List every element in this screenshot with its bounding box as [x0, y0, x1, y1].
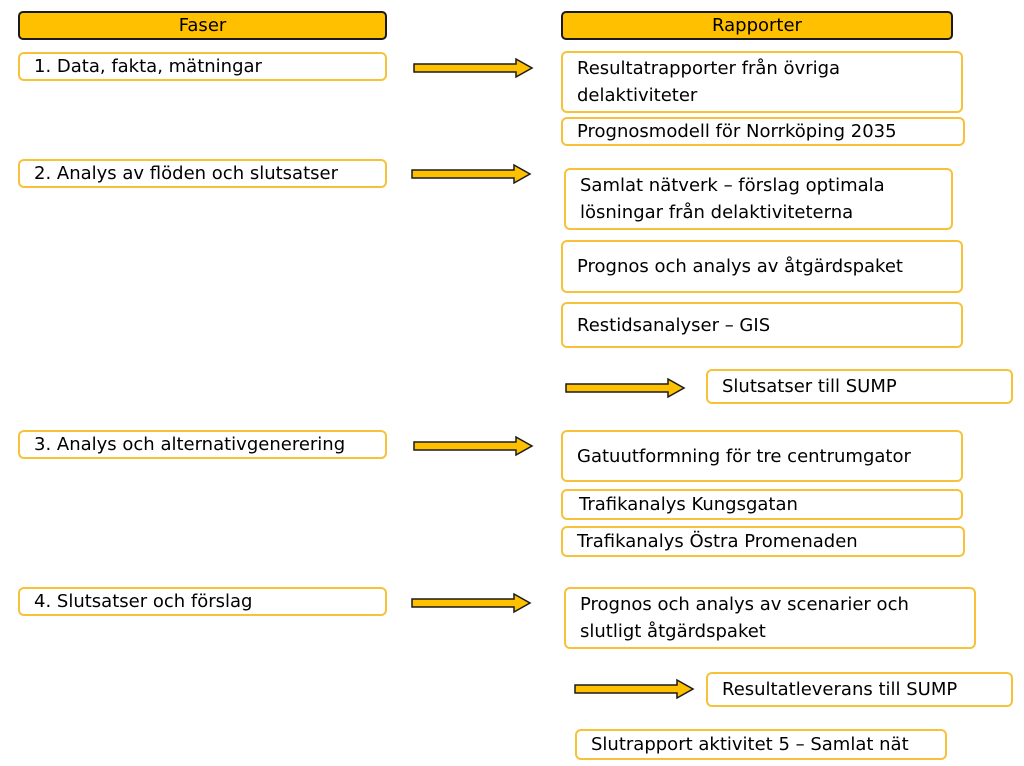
phase-1-box: 1. Data, fakta, mätningar: [18, 52, 387, 81]
report-gatuutformning: Gatuutformning för tre centrumgator: [561, 430, 963, 482]
report-slutrapport: Slutrapport aktivitet 5 – Samlat nät: [575, 729, 947, 760]
report-prognosmodell: Prognosmodell för Norrköping 2035: [561, 117, 965, 146]
phase-4-box: 4. Slutsatser och förslag: [18, 587, 387, 616]
phase-2-box: 2. Analys av flöden och slutsatser: [18, 159, 387, 188]
report-resultatrapporter: Resultatrapporter från övriga delaktivit…: [561, 51, 963, 113]
arrow-right-icon: [413, 435, 534, 457]
report-resultatleverans-sump: Resultatleverans till SUMP: [706, 672, 1013, 707]
arrow-right-icon: [411, 592, 532, 614]
arrow-right-icon: [565, 377, 686, 399]
arrow-right-icon: [413, 57, 534, 79]
report-slutsatser-sump: Slutsatser till SUMP: [706, 369, 1013, 404]
report-samlat-natverk: Samlat nätverk – förslag optimala lösnin…: [564, 168, 953, 230]
faser-header: Faser: [18, 11, 387, 40]
report-prognos-scenarier: Prognos och analys av scenarier och slut…: [564, 587, 976, 649]
report-prognos-atgardspaket: Prognos och analys av åtgärdspaket: [561, 240, 963, 293]
report-restidsanalyser: Restidsanalyser – GIS: [561, 302, 963, 348]
arrow-right-icon: [411, 163, 532, 185]
arrow-right-icon: [574, 678, 695, 700]
report-trafikanalys-kungsgatan: Trafikanalys Kungsgatan: [561, 489, 963, 520]
rapporter-header: Rapporter: [561, 11, 953, 40]
phase-3-box: 3. Analys och alternativgenerering: [18, 430, 387, 459]
report-trafikanalys-ostra-promenaden: Trafikanalys Östra Promenaden: [561, 526, 965, 557]
